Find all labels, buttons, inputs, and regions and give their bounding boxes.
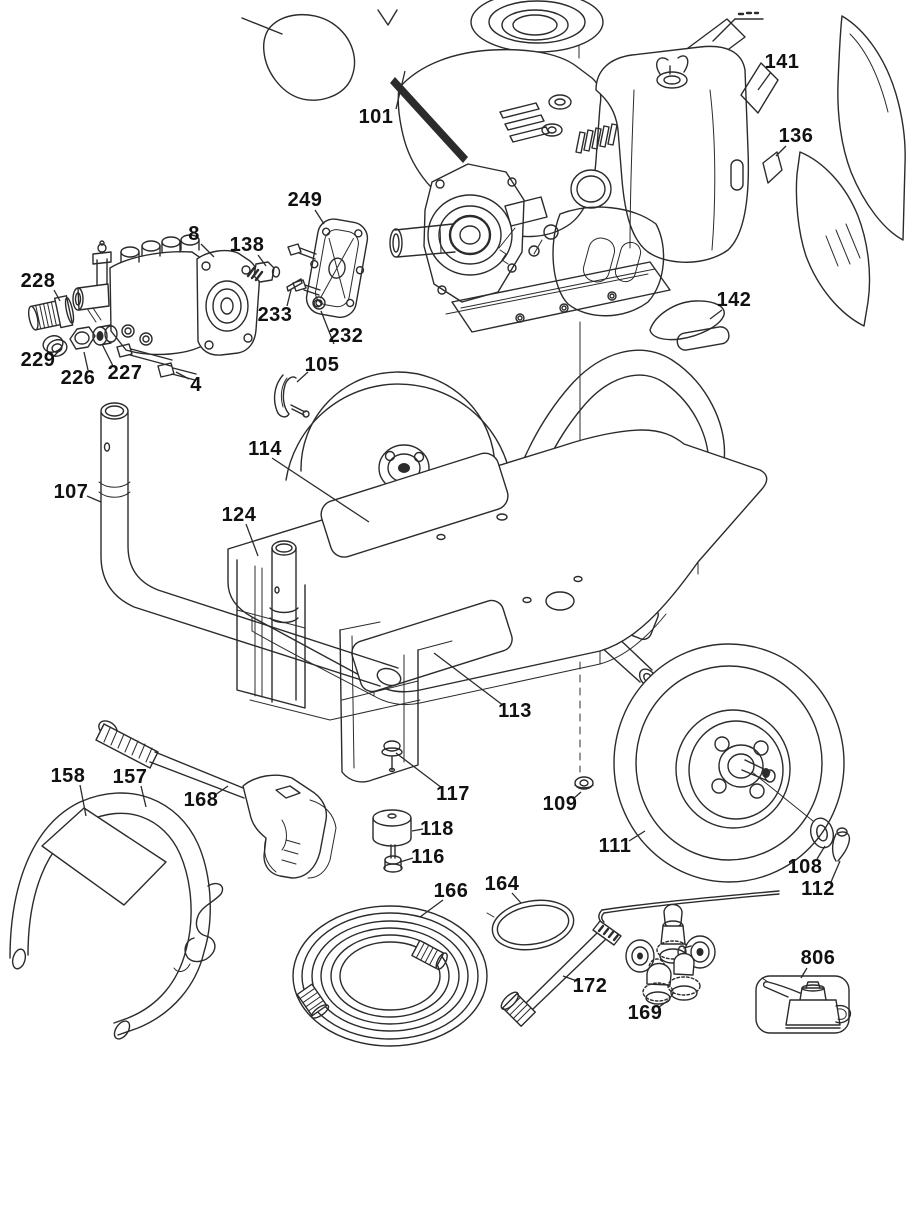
part-callout-111: 111: [599, 835, 632, 857]
part-callout-105: 105: [305, 354, 340, 376]
engine-illustration: [389, 0, 906, 351]
part-callout-166: 166: [434, 880, 469, 902]
part-callout-114: 114: [248, 438, 282, 460]
deck-illustration: [98, 402, 768, 873]
leader-line-226: [83, 351, 89, 371]
leader-line-249: [314, 209, 325, 225]
part-callout-124: 124: [222, 504, 257, 526]
part-callout-249: 249: [288, 189, 323, 211]
leader-line-169: [658, 999, 670, 1008]
leader-line-4: [175, 371, 190, 380]
leader-line-138: [257, 254, 267, 267]
part-callout-157: 157: [113, 766, 148, 788]
leader-line-157: [140, 785, 147, 808]
leader-line-109: [572, 791, 582, 800]
leader-line-142: [709, 309, 723, 320]
part-callout-227: 227: [108, 362, 143, 384]
leader-line-141: [757, 71, 772, 91]
part-callout-117: 117: [436, 783, 470, 805]
accessories-illustration: [292, 890, 852, 1047]
leader-line-227: [101, 343, 114, 367]
part-callout-138: 138: [230, 234, 265, 256]
leader-line-232: [320, 310, 335, 345]
part-callout-806: 806: [801, 947, 836, 969]
part-callout-141: 141: [765, 51, 800, 73]
part-callout-228: 228: [21, 270, 56, 292]
part-callout-168: 168: [184, 789, 219, 811]
leader-line-124: [245, 523, 259, 557]
pump-illustration: [27, 218, 369, 418]
part-callout-112: 112: [801, 878, 835, 900]
part-callout-109: 109: [543, 793, 578, 815]
part-callout-158: 158: [51, 765, 86, 787]
part-callout-169: 169: [628, 1002, 663, 1024]
leader-line-166: [419, 899, 444, 918]
leader-line-107: [86, 495, 102, 503]
leader-line-164: [511, 892, 522, 904]
part-callout-113: 113: [498, 700, 532, 722]
leader-line-8: [200, 243, 215, 258]
part-callout-118: 118: [420, 818, 454, 840]
leader-line-112: [830, 860, 841, 883]
leader-line-101: [395, 70, 406, 110]
leader-line-168: [214, 785, 229, 796]
handle-gun-illustration: [9, 720, 337, 1040]
part-callout-116: 116: [411, 846, 445, 868]
leader-line-108: [816, 845, 826, 860]
part-callout-142: 142: [717, 289, 752, 311]
part-callout-108: 108: [788, 856, 823, 878]
leader-line-117: [395, 752, 443, 789]
part-callout-4: 4: [190, 374, 202, 396]
front-wheel-illustration: [613, 643, 851, 883]
part-callout-107: 107: [54, 481, 89, 503]
leader-line-105: [296, 371, 309, 383]
part-callout-233: 233: [258, 304, 293, 326]
part-callout-232: 232: [329, 325, 364, 347]
leader-line-229: [53, 348, 62, 357]
leader-line-113: [433, 652, 505, 707]
part-callout-8: 8: [188, 223, 200, 245]
part-callout-164: 164: [485, 873, 520, 895]
part-callout-136: 136: [779, 125, 814, 147]
leader-line-114: [271, 457, 370, 523]
leader-line-118: [411, 828, 424, 832]
leader-line-806: [800, 967, 808, 979]
leader-line-172: [562, 975, 578, 982]
leader-line-158: [79, 784, 87, 817]
part-callout-101: 101: [359, 106, 394, 128]
part-callout-172: 172: [573, 975, 608, 997]
leader-line-228: [53, 289, 61, 302]
leader-line-136: [775, 145, 787, 157]
part-callout-226: 226: [61, 367, 96, 389]
part-callout-229: 229: [21, 349, 56, 371]
leader-line-233: [286, 289, 292, 307]
leader-line-116: [399, 857, 414, 863]
leader-line-111: [628, 830, 646, 842]
